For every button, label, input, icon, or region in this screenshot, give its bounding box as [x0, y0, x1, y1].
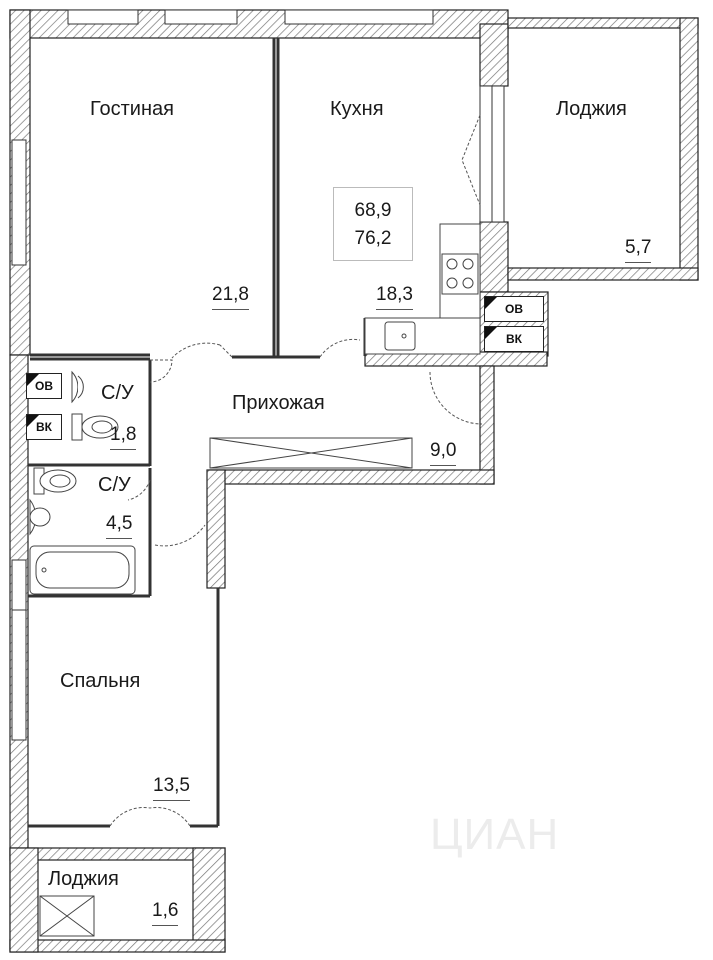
vk-shaft-tag: ВК [26, 414, 62, 440]
bath-fixtures [29, 370, 136, 595]
doors [109, 114, 483, 827]
room-living-name: Гостиная [90, 98, 174, 120]
room-hallway-area: 9,0 [430, 440, 457, 466]
room-bath-small-name: С/У [101, 382, 134, 404]
kitchen-equipment [364, 223, 481, 355]
room-bath-big-area: 4,5 [106, 513, 133, 539]
room-hallway-name: Прихожая [232, 392, 325, 414]
hall-wardrobe [209, 437, 413, 469]
living-area-total: 68,9 [354, 200, 392, 221]
room-loggia-big-area: 5,7 [625, 237, 652, 263]
ov-label: ОВ [35, 379, 53, 393]
total-area-box: 68,9 76,2 [333, 187, 413, 261]
room-living-area: 21,8 [212, 284, 249, 310]
room-loggia-big-name: Лоджия [556, 98, 627, 120]
room-bedroom-area: 13,5 [153, 775, 190, 801]
room-loggia-small-name: Лоджия [48, 868, 119, 890]
vk-shaft-tag-right: ВК [484, 326, 544, 352]
vk-label: ВК [36, 420, 52, 434]
ov-shaft-tag: ОВ [26, 373, 62, 399]
ov-shaft-tag-right: ОВ [484, 296, 544, 322]
room-kitchen-area: 18,3 [376, 284, 413, 310]
total-area-total: 76,2 [354, 228, 392, 249]
room-bath-big-name: С/У [98, 474, 131, 496]
partitions [28, 38, 367, 828]
room-bath-small-area: 1,8 [110, 424, 137, 450]
watermark-text: ЦИАН [430, 810, 560, 859]
loggia-storage [39, 895, 95, 937]
room-kitchen-name: Кухня [330, 98, 384, 120]
ov-label-right: ОВ [505, 302, 523, 316]
vk-label-right: ВК [506, 332, 522, 346]
room-loggia-small-area: 1,6 [152, 900, 179, 926]
windows [11, 9, 505, 741]
walls [9, 9, 699, 953]
room-bedroom-name: Спальня [60, 670, 141, 692]
